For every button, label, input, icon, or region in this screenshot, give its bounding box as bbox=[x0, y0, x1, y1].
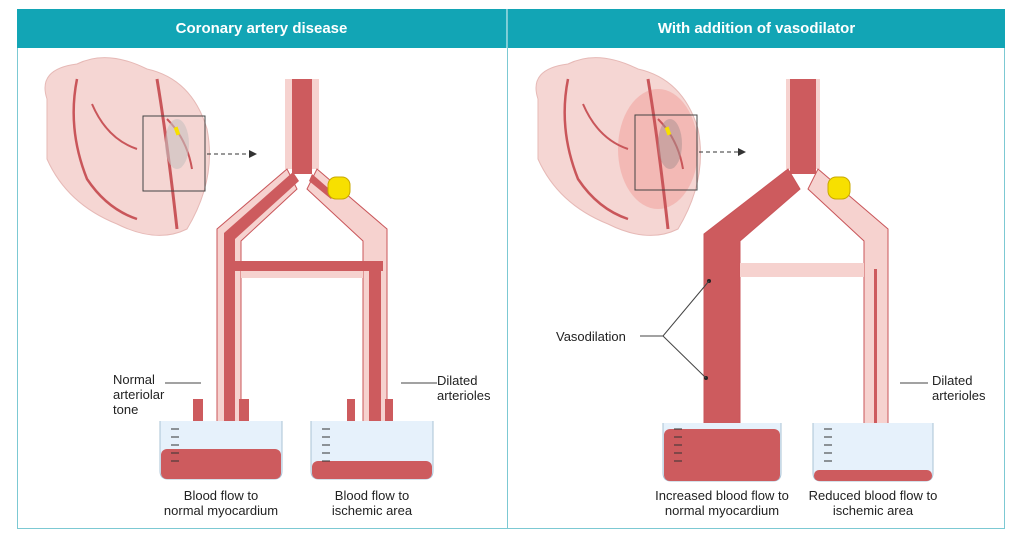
beaker-reduced bbox=[812, 423, 934, 482]
plaque bbox=[327, 176, 351, 200]
annotation-vasodilation: Vasodilation bbox=[556, 329, 626, 344]
heart-illustration bbox=[535, 57, 701, 236]
cad-illustration bbox=[44, 57, 437, 480]
annotation-dilated-arterioles: Dilated arterioles bbox=[437, 373, 491, 403]
vasodilator-illustration bbox=[535, 57, 934, 482]
vessel-tree bbox=[703, 79, 889, 430]
zoom-box bbox=[142, 115, 206, 192]
beaker-increased bbox=[662, 423, 782, 482]
panel-title: Coronary artery disease bbox=[17, 9, 507, 48]
panel-title: With addition of vasodilator bbox=[508, 9, 1005, 48]
vessel-tree bbox=[193, 79, 393, 469]
caption-blood-flow-normal: Blood flow to normal myocardium bbox=[163, 488, 279, 518]
caption-reduced-blood-flow: Reduced blood flow to ischemic area bbox=[808, 488, 938, 518]
caption-blood-flow-ischemic: Blood flow to ischemic area bbox=[331, 488, 413, 518]
beaker-normal bbox=[159, 421, 283, 480]
beaker-ischemic bbox=[310, 421, 434, 480]
annotation-dilated-arterioles: Dilated arterioles bbox=[932, 373, 986, 403]
heart-illustration bbox=[44, 57, 210, 236]
plaque bbox=[827, 176, 851, 200]
panel-coronary-artery-disease: Coronary artery disease bbox=[17, 9, 507, 529]
caption-increased-blood-flow: Increased blood flow to normal myocardiu… bbox=[655, 488, 789, 518]
panel-with-vasodilator: With addition of vasodilator bbox=[507, 9, 1005, 529]
annotation-normal-arteriolar-tone: Normal arteriolar tone bbox=[113, 372, 165, 417]
